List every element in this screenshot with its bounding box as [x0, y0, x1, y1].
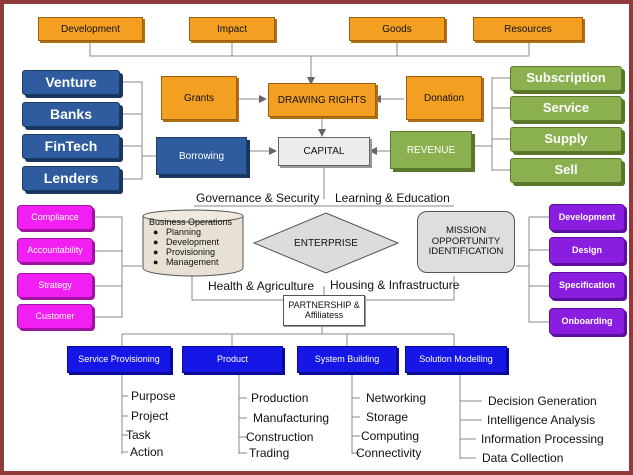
list-item-data-collection: Data Collection — [482, 451, 564, 465]
source-service: Service — [510, 96, 622, 121]
enterprise-diamond — [252, 212, 400, 274]
theme-learning: Learning & Education — [335, 191, 450, 205]
list-item-computing: Computing — [361, 429, 420, 443]
list-item-connectivity: Connectivity — [356, 446, 422, 460]
source-fintech: FinTech — [22, 134, 120, 159]
business-operations-list: ● Planning ● Development ● Provisioning … — [149, 227, 245, 267]
pillar-strategy: Strategy — [17, 273, 93, 298]
list-item-intelligence-analysis: Intelligence Analysis — [487, 413, 596, 427]
list-item-networking: Networking — [366, 391, 427, 405]
top-box-impact: Impact — [189, 17, 275, 41]
list-item-information-processing: Information Processing — [481, 432, 604, 446]
theme-governance: Governance & Security — [196, 191, 320, 205]
business-operations-item: ● Management — [153, 257, 219, 267]
enterprise-label: ENTERPRISE — [294, 237, 358, 249]
list-item-trading: Trading — [249, 446, 290, 460]
source-sell: Sell — [510, 158, 622, 183]
source-supply: Supply — [510, 127, 622, 152]
list-item-action: Action — [130, 445, 164, 459]
connector-lines — [89, 41, 549, 459]
pillar-accountability: Accountability — [17, 238, 93, 263]
borrowing-box: Borrowing — [156, 137, 247, 175]
top-box-resources: Resources — [473, 17, 583, 41]
list-item-project: Project — [131, 409, 169, 423]
bottom-box-system-building: System Building — [297, 346, 397, 373]
partnership-box: PARTNERSHIP & Affiliatess — [283, 295, 365, 326]
business-operations-item: ● Development — [153, 237, 219, 247]
theme-health: Health & Agriculture — [208, 279, 315, 293]
pillar-development: Development — [549, 204, 625, 231]
mission-box: MISSION OPPORTUNITY IDENTIFICATION — [417, 211, 515, 273]
top-box-goods: Goods — [349, 17, 445, 41]
source-subscription: Subscription — [510, 66, 622, 91]
list-item-task: Task — [126, 428, 151, 442]
list-item-decision-generation: Decision Generation — [488, 394, 597, 408]
bottom-box-service-provisioning: Service Provisioning — [67, 346, 171, 373]
business-operations-item: ● Provisioning — [153, 247, 215, 257]
bottom-box-solution-modelling: Solution Modelling — [405, 346, 507, 373]
list-item-construction: Construction — [246, 430, 314, 444]
pillar-onboarding: Onboarding — [549, 308, 625, 335]
donation-box: Donation — [406, 76, 482, 120]
business-operations-cylinder — [142, 209, 244, 277]
business-operations-text: Business Operations ● Planning ● Develop… — [149, 217, 245, 267]
source-lenders: Lenders — [22, 166, 120, 191]
business-operations-item: ● Planning — [153, 227, 201, 237]
source-venture: Venture — [22, 70, 120, 95]
bottom-box-product: Product — [182, 346, 283, 373]
list-item-storage: Storage — [366, 410, 409, 424]
pillar-compliance: Compliance — [17, 205, 93, 230]
business-operations-title: Business Operations — [149, 217, 233, 227]
list-item-production: Production — [251, 391, 309, 405]
list-item-purpose: Purpose — [131, 389, 176, 403]
pillar-design: Design — [549, 237, 625, 264]
source-banks: Banks — [22, 102, 120, 127]
pillar-customer: Customer — [17, 304, 93, 329]
drawing-rights-box: DRAWING RIGHTS — [268, 83, 376, 117]
revenue-box: REVENUE — [390, 131, 472, 169]
grants-box: Grants — [161, 76, 237, 120]
list-item-manufacturing: Manufacturing — [253, 411, 330, 425]
pillar-specification: Specification — [549, 272, 625, 299]
theme-housing: Housing & Infrastructure — [330, 278, 460, 292]
top-box-development: Development — [38, 17, 143, 41]
capital-box: CAPITAL — [278, 137, 370, 166]
